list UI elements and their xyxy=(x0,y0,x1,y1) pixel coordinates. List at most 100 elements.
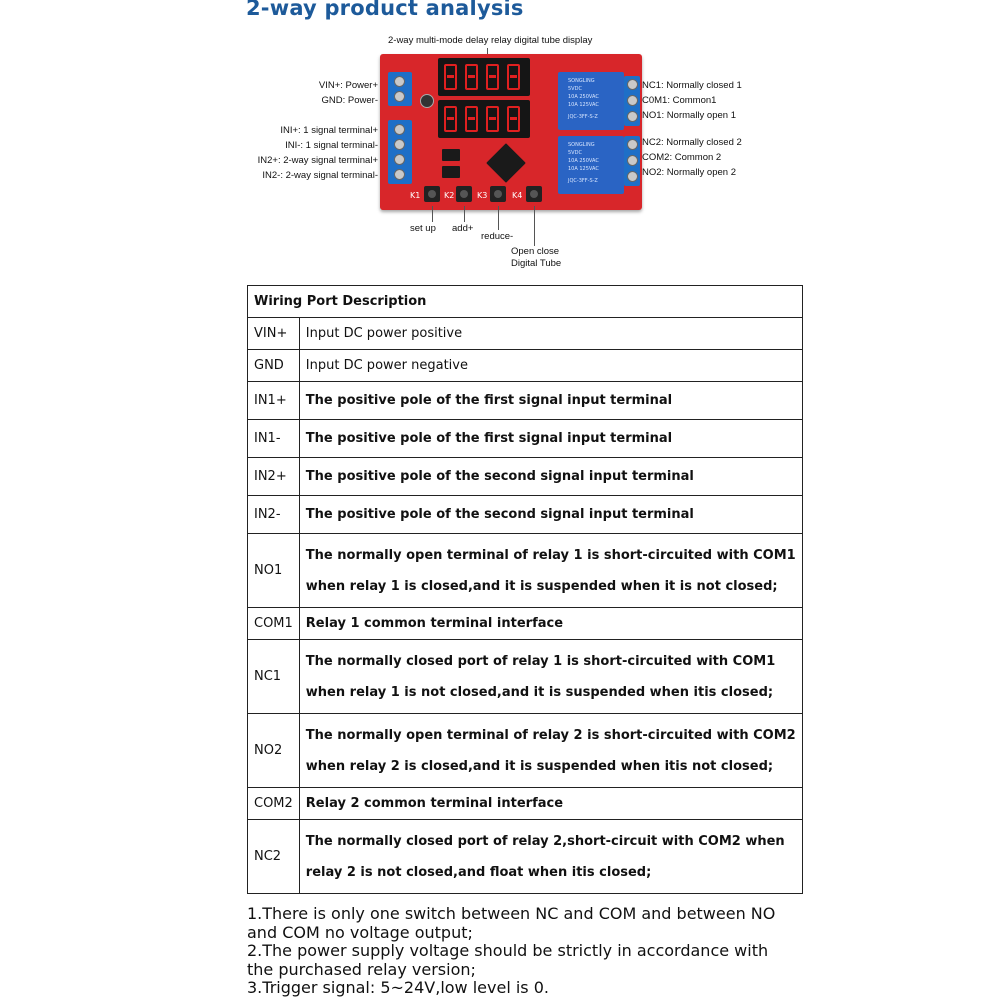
description-line: The positive pole of the first signal in… xyxy=(305,431,673,446)
chip xyxy=(442,166,460,178)
screw-icon xyxy=(394,154,405,165)
description-cell: The normally open terminal of relay 1 is… xyxy=(298,533,803,608)
table-row: IN2- The positive pole of the second sign… xyxy=(247,495,803,534)
label-nc1: NC1: Normally closed 1 xyxy=(642,80,742,91)
port-cell: NC2 xyxy=(247,819,300,894)
label-digital-tube: Digital Tube xyxy=(511,258,562,269)
port-cell: VIN+ xyxy=(247,317,300,350)
label-open-close: Open close xyxy=(511,246,560,257)
label-com2: COM2: Common 2 xyxy=(642,152,722,163)
k3-button xyxy=(490,186,506,202)
table-row: IN1- The positive pole of the first signa… xyxy=(247,419,803,458)
relay2-terminal xyxy=(624,136,640,186)
description-line: The normally open terminal of relay 1 is… xyxy=(305,547,796,563)
k4-button xyxy=(526,186,542,202)
port-cell: IN1+ xyxy=(247,381,300,420)
description-line: Input DC power negative xyxy=(305,358,468,373)
description-line: The normally closed port of relay 2,shor… xyxy=(305,833,785,849)
description-line: The positive pole of the first signal in… xyxy=(305,393,673,408)
port-cell: IN2+ xyxy=(247,457,300,496)
description-cell: The positive pole of the second signal i… xyxy=(298,495,803,534)
label-gnd: GND: Power- xyxy=(321,95,378,106)
screw-icon xyxy=(394,169,405,180)
table-header-row: Wiring Port Description xyxy=(247,285,803,318)
chip xyxy=(442,149,460,161)
label-com1: C0M1: Common1 xyxy=(642,95,717,106)
digital-tube-2 xyxy=(438,100,530,138)
description-cell: The normally closed port of relay 2,shor… xyxy=(298,819,803,894)
relay-1: SONGLING 5VDC 10A 250VAC 10A 125VAC JQC-… xyxy=(558,72,624,130)
description-cell: The normally open terminal of relay 2 is… xyxy=(298,713,803,788)
description-cell: Input DC power negative xyxy=(298,349,803,382)
description-line: The positive pole of the second signal i… xyxy=(305,507,694,522)
port-cell: NO2 xyxy=(247,713,300,788)
description-cell: The positive pole of the first signal in… xyxy=(298,419,803,458)
table-header: Wiring Port Description xyxy=(247,285,803,318)
table-row: VIN+ Input DC power positive xyxy=(247,317,803,350)
description-line: The normally closed port of relay 1 is s… xyxy=(305,653,776,669)
table-row: NO2 The normally open terminal of relay 2… xyxy=(247,713,803,788)
k1-button xyxy=(424,186,440,202)
description-line: Input DC power positive xyxy=(305,326,463,341)
port-cell: COM1 xyxy=(247,607,300,640)
screw-icon xyxy=(394,124,405,135)
signal-terminal xyxy=(388,120,412,184)
table-row: IN1+ The positive pole of the first signa… xyxy=(247,381,803,420)
capacitor-icon xyxy=(420,94,434,108)
description-line: Relay 1 common terminal interface xyxy=(305,616,564,631)
notes: 1.There is only one switch between NC an… xyxy=(247,904,777,998)
relay-2: SONGLING 5VDC 10A 250VAC 10A 125VAC JQC-… xyxy=(558,136,624,194)
description-line: when relay 2 is closed,and it is suspend… xyxy=(305,758,774,774)
port-cell: COM2 xyxy=(247,787,300,820)
port-cell: NO1 xyxy=(247,533,300,608)
table-row: NO1 The normally open terminal of relay 1… xyxy=(247,533,803,608)
leader-line xyxy=(534,206,535,246)
note-3: 3.Trigger signal: 5~24V,low level is 0. xyxy=(247,978,549,997)
leader-line xyxy=(464,206,465,222)
table-row: COM1 Relay 1 common terminal interface xyxy=(247,607,803,640)
relay-module-board: SONGLING 5VDC 10A 250VAC 10A 125VAC JQC-… xyxy=(380,54,642,210)
label-no1: NO1: Normally open 1 xyxy=(642,110,736,121)
port-cell: IN1- xyxy=(247,419,300,458)
label-in1-plus: INI+: 1 signal terminal+ xyxy=(280,125,378,136)
label-setup: set up xyxy=(410,223,436,234)
port-cell: IN2- xyxy=(247,495,300,534)
screw-icon xyxy=(394,76,405,87)
description-cell: Relay 1 common terminal interface xyxy=(298,607,803,640)
leader-line xyxy=(432,206,433,222)
wiring-port-table: Wiring Port Description VIN+ Input DC pow… xyxy=(247,285,803,894)
description-line: Relay 2 common terminal interface xyxy=(305,796,564,811)
label-nc2: NC2: Normally closed 2 xyxy=(642,137,742,148)
k2-button xyxy=(456,186,472,202)
table-row: NC2 The normally closed port of relay 2,s… xyxy=(247,819,803,894)
table-row: IN2+ The positive pole of the second sign… xyxy=(247,457,803,496)
label-add: add+ xyxy=(452,223,474,234)
port-cell: NC1 xyxy=(247,639,300,714)
port-cell: GND xyxy=(247,349,300,382)
description-cell: The positive pole of the second signal i… xyxy=(298,457,803,496)
description-line: when relay 1 is not closed,and it is sus… xyxy=(305,684,774,700)
power-terminal xyxy=(388,72,412,106)
description-cell: Input DC power positive xyxy=(298,317,803,350)
description-line: relay 2 is not closed,and float when iti… xyxy=(305,864,652,880)
note-1: 1.There is only one switch between NC an… xyxy=(247,904,776,942)
screw-icon xyxy=(394,91,405,102)
description-cell: Relay 2 common terminal interface xyxy=(298,787,803,820)
digital-tube-1 xyxy=(438,58,530,96)
table-row: NC1 The normally closed port of relay 1 i… xyxy=(247,639,803,714)
board-diagram: 2-way multi-mode delay relay digital tub… xyxy=(0,0,1000,280)
page-title: 2-way product analysis xyxy=(246,0,524,20)
table-row: GND Input DC power negative xyxy=(247,349,803,382)
description-cell: The normally closed port of relay 1 is s… xyxy=(298,639,803,714)
label-in1-minus: INI-: 1 signal terminal- xyxy=(285,140,378,151)
leader-line xyxy=(487,48,488,58)
description-line: The positive pole of the second signal i… xyxy=(305,469,694,484)
screw-icon xyxy=(394,139,405,150)
leader-line xyxy=(498,206,499,230)
label-reduce: reduce- xyxy=(481,231,514,242)
description-line: The normally open terminal of relay 2 is… xyxy=(305,727,796,743)
label-vin: VIN+: Power+ xyxy=(318,80,378,91)
note-2: 2.The power supply voltage should be str… xyxy=(247,941,769,979)
description-cell: The positive pole of the first signal in… xyxy=(298,381,803,420)
top-label: 2-way multi-mode delay relay digital tub… xyxy=(388,35,593,46)
